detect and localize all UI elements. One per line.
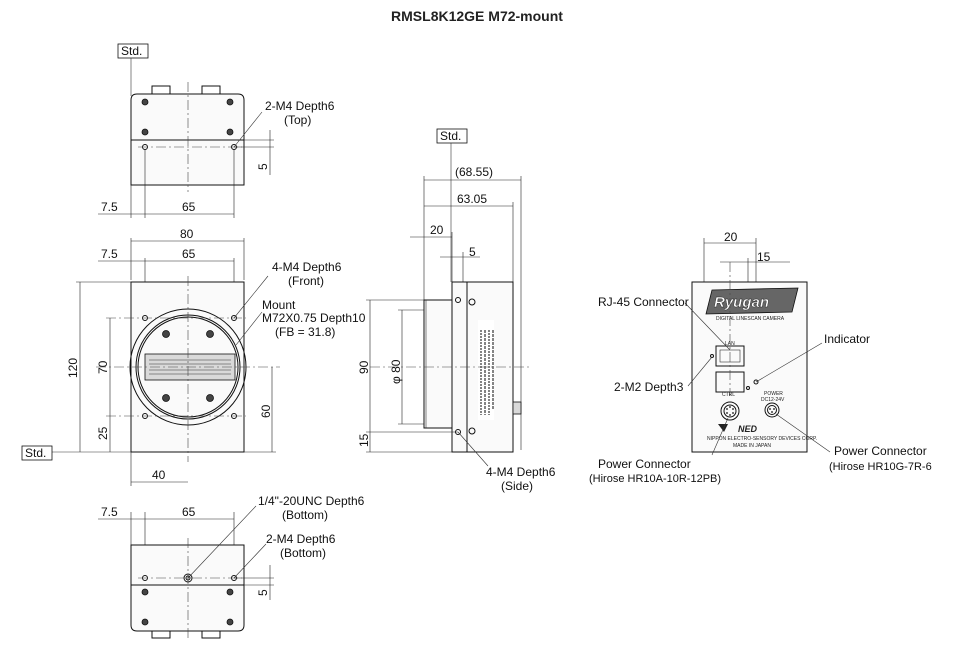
front-dim-70: 70 <box>96 360 110 374</box>
made-in-label: MADE IN JAPAN <box>733 443 771 449</box>
rj45-callout: RJ-45 Connector <box>598 295 689 309</box>
maker-label: NIPPON ELECTRO-SENSORY DEVICES CORP. <box>707 436 817 442</box>
std-label-front: Std. <box>25 446 46 460</box>
side-dim-15: 15 <box>357 433 371 447</box>
front-dim-60: 60 <box>259 404 273 418</box>
power-right-line2: (Hirose HR10G-7R-6 <box>829 461 932 473</box>
power-label-2: DC12-24V <box>761 397 785 403</box>
front-dim-holes: 65 <box>182 247 196 261</box>
bottom-m4-line2: (Bottom) <box>280 546 326 560</box>
side-dim-body: 63.05 <box>457 192 487 206</box>
mount-line1: Mount <box>262 298 296 312</box>
rear-dim-20: 20 <box>724 230 738 244</box>
std-box-top <box>117 43 149 59</box>
bottom-dim-left: 7.5 <box>101 505 118 519</box>
bottom-dim-width: 65 <box>182 505 196 519</box>
m2-callout: 2-M2 Depth3 <box>614 380 684 394</box>
side-dim-5: 5 <box>469 245 476 259</box>
side-dim-mount: 20 <box>430 223 444 237</box>
power-label-1: POWER <box>764 391 783 397</box>
front-dim-height: 120 <box>66 358 80 378</box>
front-holes-line2: (Front) <box>288 274 324 288</box>
page-title: RMSL8K12GE M72-mount <box>391 8 563 24</box>
rear-dim-15: 15 <box>757 250 771 264</box>
mount-line3: (FB = 31.8) <box>275 325 335 339</box>
ned-logo-text: NED <box>738 424 758 434</box>
std-label-side: Std. <box>440 129 461 143</box>
top-note-line2: (Top) <box>284 113 311 127</box>
top-note-line1: 2-M4 Depth6 <box>265 99 335 113</box>
ctrl-connector <box>720 401 740 421</box>
front-dim-25: 25 <box>96 426 110 440</box>
front-view: 80 7.5 65 4-M4 Depth6 (Front) Mount <box>21 227 366 486</box>
top-dim-width: 65 <box>182 200 196 214</box>
power-left-line1: Power Connector <box>598 457 691 471</box>
brand-sub: DIGITAL LINESCAN CAMERA <box>716 316 785 322</box>
mount-line2: M72X0.75 Depth10 <box>262 311 366 325</box>
side-note-line1: 4-M4 Depth6 <box>486 465 556 479</box>
side-dim-overall: (68.55) <box>455 165 493 179</box>
indicator-led <box>753 379 759 385</box>
side-dim-90: 90 <box>357 360 371 374</box>
std-box-side <box>436 128 468 144</box>
indicator-callout: Indicator <box>824 332 870 346</box>
ctrl-label: CTRL <box>722 392 735 398</box>
bottom-m4-line1: 2-M4 Depth6 <box>266 532 336 546</box>
side-dim-dia: φ 80 <box>389 359 403 384</box>
brand-logo: Ryugan <box>714 294 769 311</box>
bottom-dim-side: 5 <box>256 589 270 596</box>
power-left-line2: (Hirose HR10A-10R-12PB) <box>589 473 721 485</box>
top-view: Std. 2-M4 Depth6 (Top) 5 7.5 65 <box>98 43 335 218</box>
side-label-text <box>480 330 494 415</box>
front-dim-left: 7.5 <box>101 247 118 261</box>
top-dim-left: 7.5 <box>101 200 118 214</box>
side-view: Std. (68.55) 63.05 20 5 <box>357 128 556 493</box>
std-box-front <box>21 445 53 461</box>
bottom-unc-line1: 1/4"-20UNC Depth6 <box>258 494 365 508</box>
bottom-view: 7.5 65 1/4"-20UNC Depth6 (Bottom) 2-M4 D… <box>98 494 365 640</box>
power-right-line1: Power Connector <box>834 444 927 458</box>
power-connector <box>764 402 780 418</box>
front-dim-40: 40 <box>152 468 166 482</box>
rear-view: 20 15 Ryugan DIGITAL LINESCAN CAMERA LAN… <box>589 230 932 485</box>
top-dim-side: 5 <box>256 163 270 170</box>
side-note-line2: (Side) <box>501 479 533 493</box>
std-label-top: Std. <box>121 44 142 58</box>
front-dim-total: 80 <box>180 227 194 241</box>
ned-logo-icon <box>718 424 728 432</box>
front-holes-line1: 4-M4 Depth6 <box>272 260 342 274</box>
bottom-unc-line2: (Bottom) <box>282 508 328 522</box>
